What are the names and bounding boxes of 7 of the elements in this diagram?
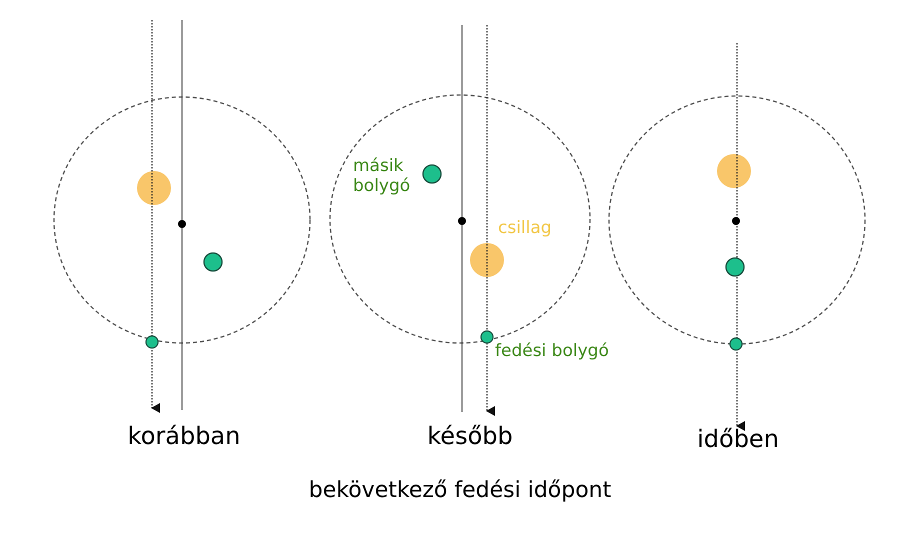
planet-label: másik bolygó bbox=[353, 156, 412, 197]
caption: bekövetkező fedési időpont bbox=[308, 478, 612, 504]
time-label: időben bbox=[697, 425, 779, 454]
time-label: később bbox=[427, 422, 513, 451]
time-label: korábban bbox=[128, 422, 240, 451]
star-label: csillag bbox=[498, 218, 552, 238]
planet-label: fedési bolygó bbox=[495, 341, 609, 362]
